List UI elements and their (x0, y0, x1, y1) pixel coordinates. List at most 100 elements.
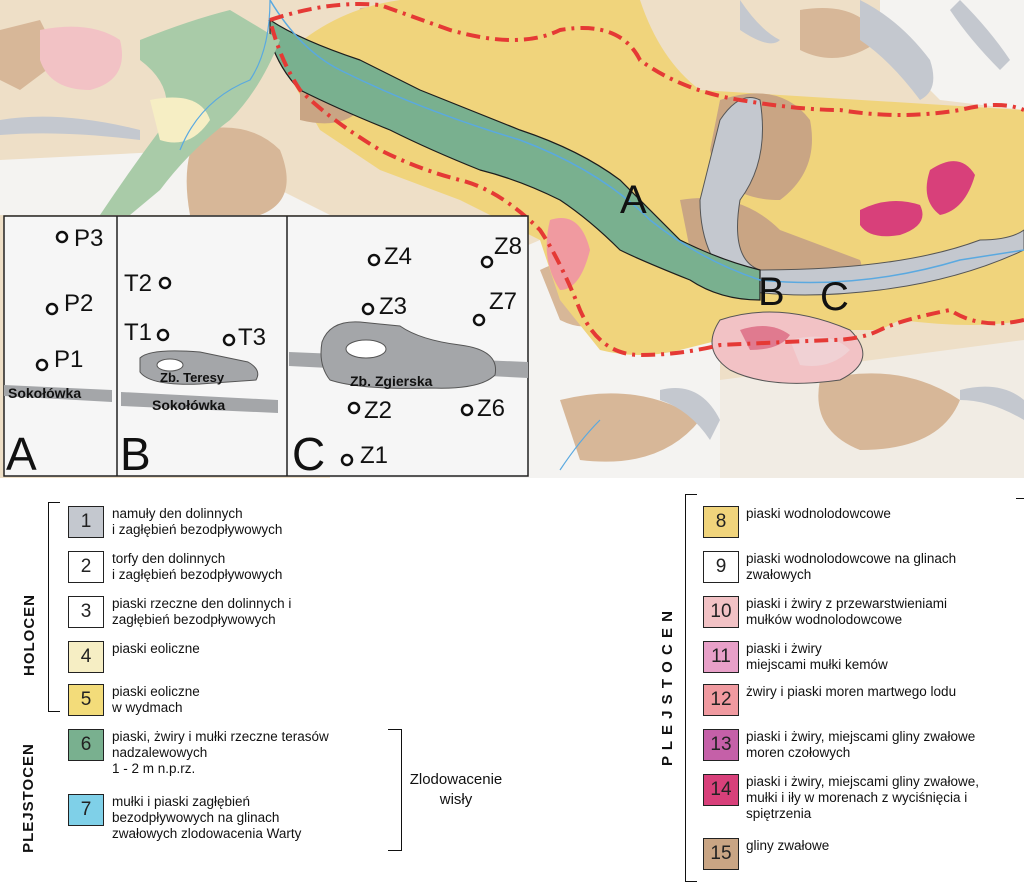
legend-swatch: 4 (68, 641, 104, 673)
legend-swatch: 15 (703, 838, 739, 870)
sampling-point-t2: T2 (124, 270, 172, 297)
reservoir-label: Zb. Teresy (160, 370, 225, 385)
sampling-point-z3: Z3 (361, 293, 407, 320)
holocen-bracket (48, 502, 60, 712)
legend-description: piaski wodnolodowcowe (746, 506, 891, 521)
kame-patch (40, 26, 122, 91)
valley-silt (950, 0, 1010, 70)
site-label-c: C (820, 275, 849, 319)
svg-text:P1: P1 (54, 346, 83, 373)
legend-description: piaski wodnolodowcowe na glinach zwałowy… (746, 551, 957, 582)
svg-text:T2: T2 (124, 270, 152, 297)
plejstocen-label-left: PLEJSTOCEN (20, 743, 37, 853)
svg-text:T3: T3 (238, 324, 266, 351)
legend-description: piaski i żwiry, miejscami gliny zwałowe,… (746, 774, 980, 821)
legend-swatch: 2 (68, 551, 104, 583)
river-label: Sokołówka (8, 385, 81, 401)
kame-patch (790, 336, 850, 366)
svg-text:Z6: Z6 (477, 395, 505, 422)
sampling-point-p1: P1 (35, 346, 83, 373)
sampling-point-z1: Z1 (340, 442, 388, 469)
legend-swatch: 7 (68, 794, 104, 826)
legend-description: mułki i piaski zagłębień bezodpływowych … (112, 794, 302, 841)
sampling-point-p2: P2 (45, 290, 93, 317)
svg-text:T1: T1 (124, 319, 152, 346)
sampling-point-z2: Z2 (347, 397, 392, 424)
valley-silt (860, 0, 934, 100)
legend-swatch: 9 (703, 551, 739, 583)
legend-description: torfy den dolinnych i zagłębień bezodpły… (112, 551, 283, 582)
valley-silt (0, 116, 140, 140)
svg-text:Z4: Z4 (384, 243, 412, 270)
inset-panel-c: Zb. Zgierska Z4 Z8 Z3 Z7 Z2 Z6 Z1 C (289, 233, 528, 478)
panel-letter-a: A (6, 428, 37, 478)
inset-panel-a: Sokołówka P3 P2 P1 A (4, 225, 112, 478)
sampling-point-z4: Z4 (367, 243, 412, 270)
valley-silt (660, 388, 720, 440)
svg-text:Z8: Z8 (494, 233, 522, 260)
sampling-point-z7: Z7 (472, 288, 517, 327)
legend-description: żwiry i piaski moren martwego lodu (746, 684, 957, 699)
legend-description: piaski, żwiry i mułki rzeczne terasów na… (112, 729, 329, 776)
legend-swatch: 6 (68, 729, 104, 761)
plejstocen-bracket (685, 494, 697, 882)
map-legend: HOLOCEN PLEJSTOCEN Zlodowacenie wisły P … (0, 478, 1024, 888)
sampling-point-t1: T1 (124, 319, 170, 346)
legend-description: piaski rzeczne den dolinnych i zagłębień… (112, 596, 292, 627)
inset-panel: Sokołówka P3 P2 P1 A Zb. Teresy Sokołówk… (3, 215, 529, 478)
legend-description: piaski eoliczne (112, 641, 200, 656)
legend-description: namuły den dolinnych i zagłębień bezodpł… (112, 506, 283, 537)
site-label-a: A (620, 178, 647, 222)
glaciation-label: Zlodowacenie wisły (409, 771, 503, 808)
legend-swatch: 14 (703, 774, 739, 806)
legend-description: gliny zwałowe (746, 838, 830, 853)
legend-swatch: 10 (703, 596, 739, 628)
river-line (559, 419, 601, 471)
legend-edge-tick (1016, 498, 1024, 499)
reservoir-label: Zb. Zgierska (350, 373, 433, 389)
till-patch (560, 393, 700, 462)
panel-letter-c: C (292, 428, 325, 478)
inset-panel-b: Zb. Teresy Sokołówka T2 T1 T3 B (120, 270, 278, 478)
plejstocen-label-right: P L E J S T O C E N (659, 610, 676, 766)
svg-text:P2: P2 (64, 290, 93, 317)
legend-description: piaski i żwiry miejscami mułki kemów (746, 641, 888, 672)
svg-text:Z7: Z7 (489, 288, 517, 315)
legend-swatch: 11 (703, 641, 739, 673)
kame-patch (546, 218, 590, 290)
legend-swatch: 5 (68, 684, 104, 716)
sampling-point-z6: Z6 (460, 395, 505, 422)
legend-swatch: 12 (703, 684, 739, 716)
sampling-point-p3: P3 (55, 225, 103, 252)
till-patch (186, 127, 287, 215)
holocen-label: HOLOCEN (21, 594, 38, 676)
river-line (179, 0, 271, 151)
legend-description: piaski eoliczne w wydmach (112, 684, 200, 715)
legend-swatch: 1 (68, 506, 104, 538)
eolian-sand (150, 97, 210, 143)
river-terrace-band (269, 18, 761, 301)
svg-text:Z2: Z2 (364, 397, 392, 424)
wisla-bracket (388, 729, 402, 851)
legend-description: piaski i żwiry, miejscami gliny zwałowe … (746, 729, 976, 760)
till-patch (818, 373, 960, 450)
push-moraine-patch (860, 201, 923, 237)
svg-text:Z3: Z3 (379, 293, 407, 320)
push-moraine-patch (926, 161, 975, 215)
legend-swatch: 8 (703, 506, 739, 538)
sampling-point-z8: Z8 (480, 233, 522, 269)
river-line (269, 0, 1024, 284)
legend-swatch: 3 (68, 596, 104, 628)
site-label-b: B (758, 270, 785, 314)
valley-silt (740, 0, 780, 44)
study-area-boundary (268, 2, 1024, 358)
legend-swatch: 13 (703, 729, 739, 761)
pale-area (880, 0, 1024, 110)
valley-silt (960, 386, 1024, 420)
geological-map: A B C Sokołówka P3 P2 P1 A Zb. Teresy So… (0, 0, 1024, 478)
river-label: Sokołówka (152, 397, 225, 413)
svg-text:Z1: Z1 (360, 442, 388, 469)
svg-text:P3: P3 (74, 225, 103, 252)
sampling-point-t3: T3 (222, 324, 266, 351)
legend-description: piaski i żwiry z przewarstwieniami mułkó… (746, 596, 948, 627)
